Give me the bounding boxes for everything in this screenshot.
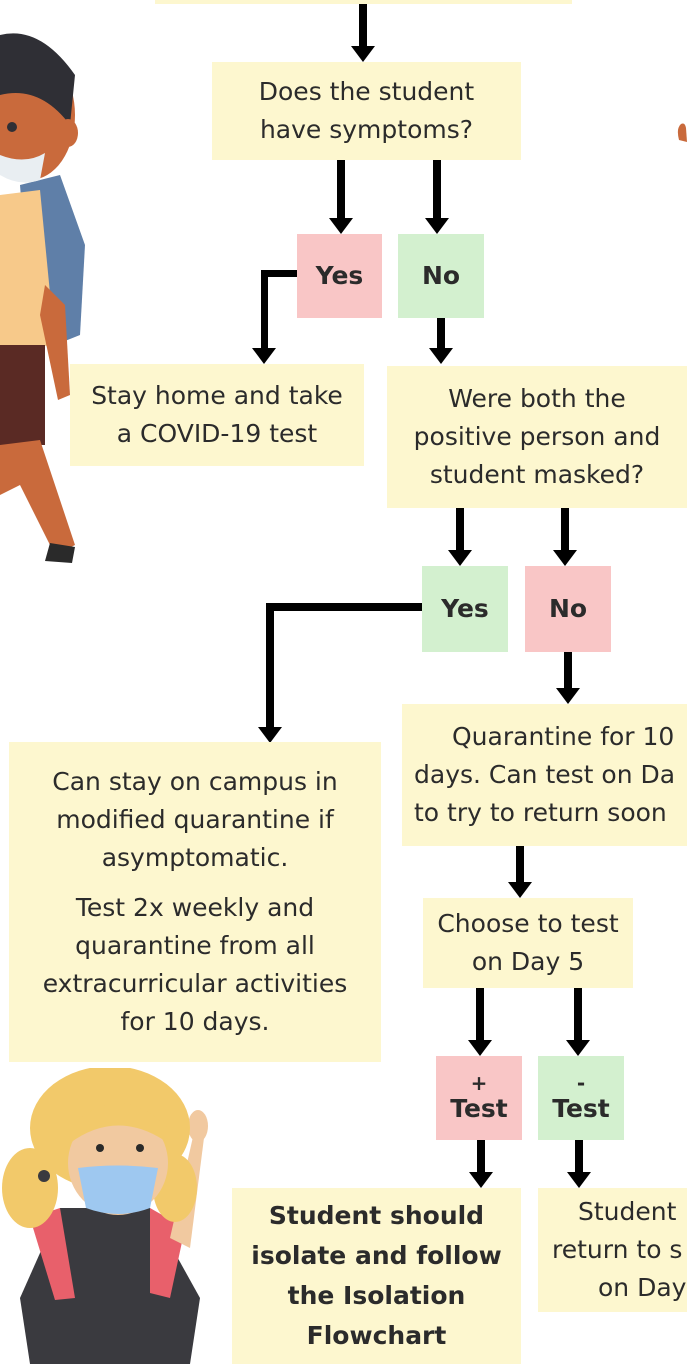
quarantine-box: Quarantine for 10 days. Can test on Da t… xyxy=(402,704,687,846)
isolate-line1: Student should xyxy=(268,1201,485,1230)
negative-test-box: - Test xyxy=(538,1056,624,1140)
isolate-line4: Flowchart xyxy=(306,1321,447,1350)
masked-no-box: No xyxy=(525,566,611,652)
return-line3: on Day xyxy=(598,1273,687,1302)
modified-quarantine-p2-line3: extracurricular activities xyxy=(42,969,348,998)
quarantine-line1: Quarantine for 10 xyxy=(452,722,675,751)
quarantine-line2: days. Can test on Da xyxy=(414,760,676,789)
stay-home-line2: a COVID-19 test xyxy=(116,419,318,448)
top-partial-box xyxy=(155,0,572,4)
question-masked-line2: positive person and xyxy=(413,422,661,451)
question-symptoms-box: Does the student have symptoms? xyxy=(212,62,521,160)
symptoms-no-box: No xyxy=(398,234,484,318)
positive-test-label: Test xyxy=(450,1094,508,1123)
question-masked-line3: student masked? xyxy=(429,460,645,489)
quarantine-line3: to try to return soon xyxy=(414,798,667,827)
question-symptoms-line1: Does the student xyxy=(258,77,475,106)
question-masked-box: Were both the positive person and studen… xyxy=(387,366,687,508)
negative-test-sign: - xyxy=(576,1071,586,1095)
isolate-box: Student should isolate and follow the Is… xyxy=(232,1188,521,1364)
modified-quarantine-p1-line3: asymptomatic. xyxy=(101,843,289,872)
masked-yes-box: Yes xyxy=(422,566,508,652)
modified-quarantine-p1-line1: Can stay on campus in xyxy=(52,767,338,796)
symptoms-no-label: No xyxy=(421,261,461,290)
boy-with-backpack-illustration xyxy=(0,33,85,563)
modified-quarantine-p1-line2: modified quarantine if xyxy=(56,805,334,834)
choose-test-line1: Choose to test xyxy=(437,909,619,938)
masked-yes-label: Yes xyxy=(441,594,489,623)
modified-quarantine-p2-line4: for 10 days. xyxy=(120,1007,270,1036)
symptoms-yes-box: Yes xyxy=(297,234,382,318)
girl-with-mask-waving-illustration xyxy=(2,1068,208,1364)
masked-no-label: No xyxy=(548,594,588,623)
choose-test-box: Choose to test on Day 5 xyxy=(423,898,633,988)
symptoms-yes-label: Yes xyxy=(315,261,364,290)
modified-quarantine-p2-line1: Test 2x weekly and xyxy=(75,893,315,922)
choose-test-line2: on Day 5 xyxy=(471,947,585,976)
isolate-line3: the Isolation xyxy=(287,1281,466,1310)
negative-test-label: Test xyxy=(552,1094,610,1123)
isolate-line2: isolate and follow xyxy=(251,1241,502,1270)
positive-test-sign: + xyxy=(470,1071,488,1095)
return-line1: Student xyxy=(578,1197,677,1226)
stay-home-box: Stay home and take a COVID-19 test xyxy=(70,364,364,466)
return-line2: return to s xyxy=(552,1235,683,1264)
modified-quarantine-box: Can stay on campus in modified quarantin… xyxy=(9,742,381,1062)
question-masked-line1: Were both the xyxy=(448,384,626,413)
return-box: Student return to s on Day xyxy=(538,1188,687,1312)
modified-quarantine-p2-line2: quarantine from all xyxy=(75,931,315,960)
waving-hand-illustration xyxy=(677,123,687,142)
stay-home-line1: Stay home and take xyxy=(91,381,343,410)
question-symptoms-line2: have symptoms? xyxy=(259,115,474,144)
positive-test-box: + Test xyxy=(436,1056,522,1140)
